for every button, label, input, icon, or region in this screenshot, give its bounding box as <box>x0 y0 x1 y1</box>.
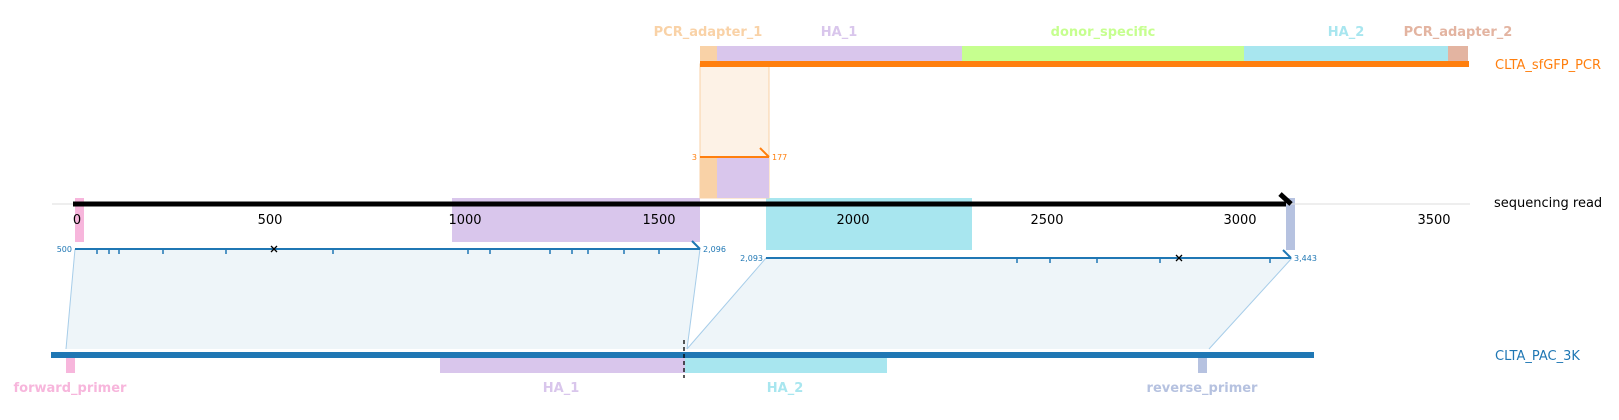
plasmid-track: forward_primer HA_1 HA_2 reverse_primer … <box>14 340 1580 396</box>
read-tick-3500: 3500 <box>1417 213 1450 228</box>
pcr-feature-ha-2 <box>1244 46 1448 62</box>
pcr-reference-bar <box>700 61 1469 67</box>
plasmid-alignment-2-end-label: 3,443 <box>1294 254 1317 263</box>
plasmid-alignment-2-right-edge <box>1208 257 1293 350</box>
pcr-track: PCR_adapter_1 HA_1 donor_specific HA_2 P… <box>654 25 1601 73</box>
pcr-feature-pcr-adapter-2 <box>1448 46 1468 62</box>
read-tick-1000: 1000 <box>448 213 481 228</box>
reverse-primer-read-shade <box>1286 198 1295 250</box>
pcr-alignment-start-label: 3 <box>692 153 697 162</box>
read-arrowhead <box>1278 192 1293 206</box>
plasmid-alignment-1-mismatches <box>96 249 660 254</box>
plasmid-alignment-2-start-label: 2,093 <box>740 254 763 263</box>
read-tick-0: 0 <box>73 213 81 228</box>
pcr-feature-label-ha-1: HA_1 <box>821 25 858 40</box>
plasmid-alignment-2-left-edge <box>686 257 767 350</box>
plasmid-reference-bar <box>51 352 1314 358</box>
pcr-feature-ha-1 <box>717 46 962 62</box>
read-tick-3000: 3000 <box>1223 213 1256 228</box>
plasmid-feature-label-ha-1: HA_1 <box>543 381 580 396</box>
pcr-feature-donor-specific <box>962 46 1244 62</box>
read-tick-1500: 1500 <box>642 213 675 228</box>
read-tick-2500: 2500 <box>1030 213 1063 228</box>
plasmid-alignment-1-left-edge <box>65 248 76 350</box>
read-axis: 0 500 1000 1500 2000 2500 3000 3500 sequ… <box>52 192 1602 228</box>
pcr-feature-label-ha-2: HA_2 <box>1328 25 1365 40</box>
plasmid-feature-label-forward-primer: forward_primer <box>14 381 128 396</box>
plasmid-feature-label-ha-2: HA_2 <box>767 381 804 396</box>
ha-2-read-shade <box>766 198 972 250</box>
pcr-track-label: CLTA_sfGFP_PCR <box>1495 58 1601 73</box>
pcr-feature-label-donor-specific: donor_specific <box>1051 25 1156 40</box>
read-tick-2000: 2000 <box>836 213 869 228</box>
pcr-adapter-1-shade <box>700 157 717 198</box>
read-tick-500: 500 <box>258 213 283 228</box>
plasmid-alignment-2-mismatches <box>1016 258 1271 263</box>
pcr-feature-pcr-adapter-1 <box>700 46 717 62</box>
plasmid-feature-ha-1 <box>440 358 685 373</box>
ha-1-pcr-shade <box>717 157 769 198</box>
forward-primer-shade <box>75 198 84 242</box>
plasmid-alignment-1-arrowhead <box>691 240 701 250</box>
read-track-label: sequencing read <box>1494 196 1602 211</box>
plasmid-alignment-1-fill <box>66 249 700 349</box>
pcr-alignment-end-label: 177 <box>772 153 787 162</box>
pcr-alignment-arrowhead <box>759 147 770 158</box>
plasmid-alignment-1: 500 2,096 <box>57 240 726 254</box>
plasmid-feature-forward-primer <box>66 358 75 373</box>
pcr-feature-label-pcr-adapter-2: PCR_adapter_2 <box>1404 25 1513 40</box>
plasmid-alignment-2: 2,093 3,443 <box>740 249 1317 263</box>
plasmid-feature-ha-2 <box>685 358 887 373</box>
plasmid-alignment-1-start-label: 500 <box>57 245 72 254</box>
plasmid-feature-reverse-primer <box>1198 358 1207 373</box>
plasmid-alignment-shapes <box>65 248 1293 350</box>
plasmid-alignment-2-fill <box>687 258 1292 349</box>
deletion-marker <box>270 245 278 253</box>
deletion-marker <box>1175 254 1183 262</box>
pcr-feature-label-pcr-adapter-1: PCR_adapter_1 <box>654 25 763 40</box>
plasmid-track-label: CLTA_PAC_3K <box>1495 349 1580 364</box>
plasmid-alignment-1-right-edge <box>686 248 701 350</box>
plasmid-alignment-2-arrowhead <box>1282 249 1292 259</box>
plasmid-feature-label-reverse-primer: reverse_primer <box>1147 381 1259 396</box>
plasmid-alignment-1-end-label: 2,096 <box>703 245 726 254</box>
pcr-alignment-region: 3 177 <box>692 63 787 199</box>
